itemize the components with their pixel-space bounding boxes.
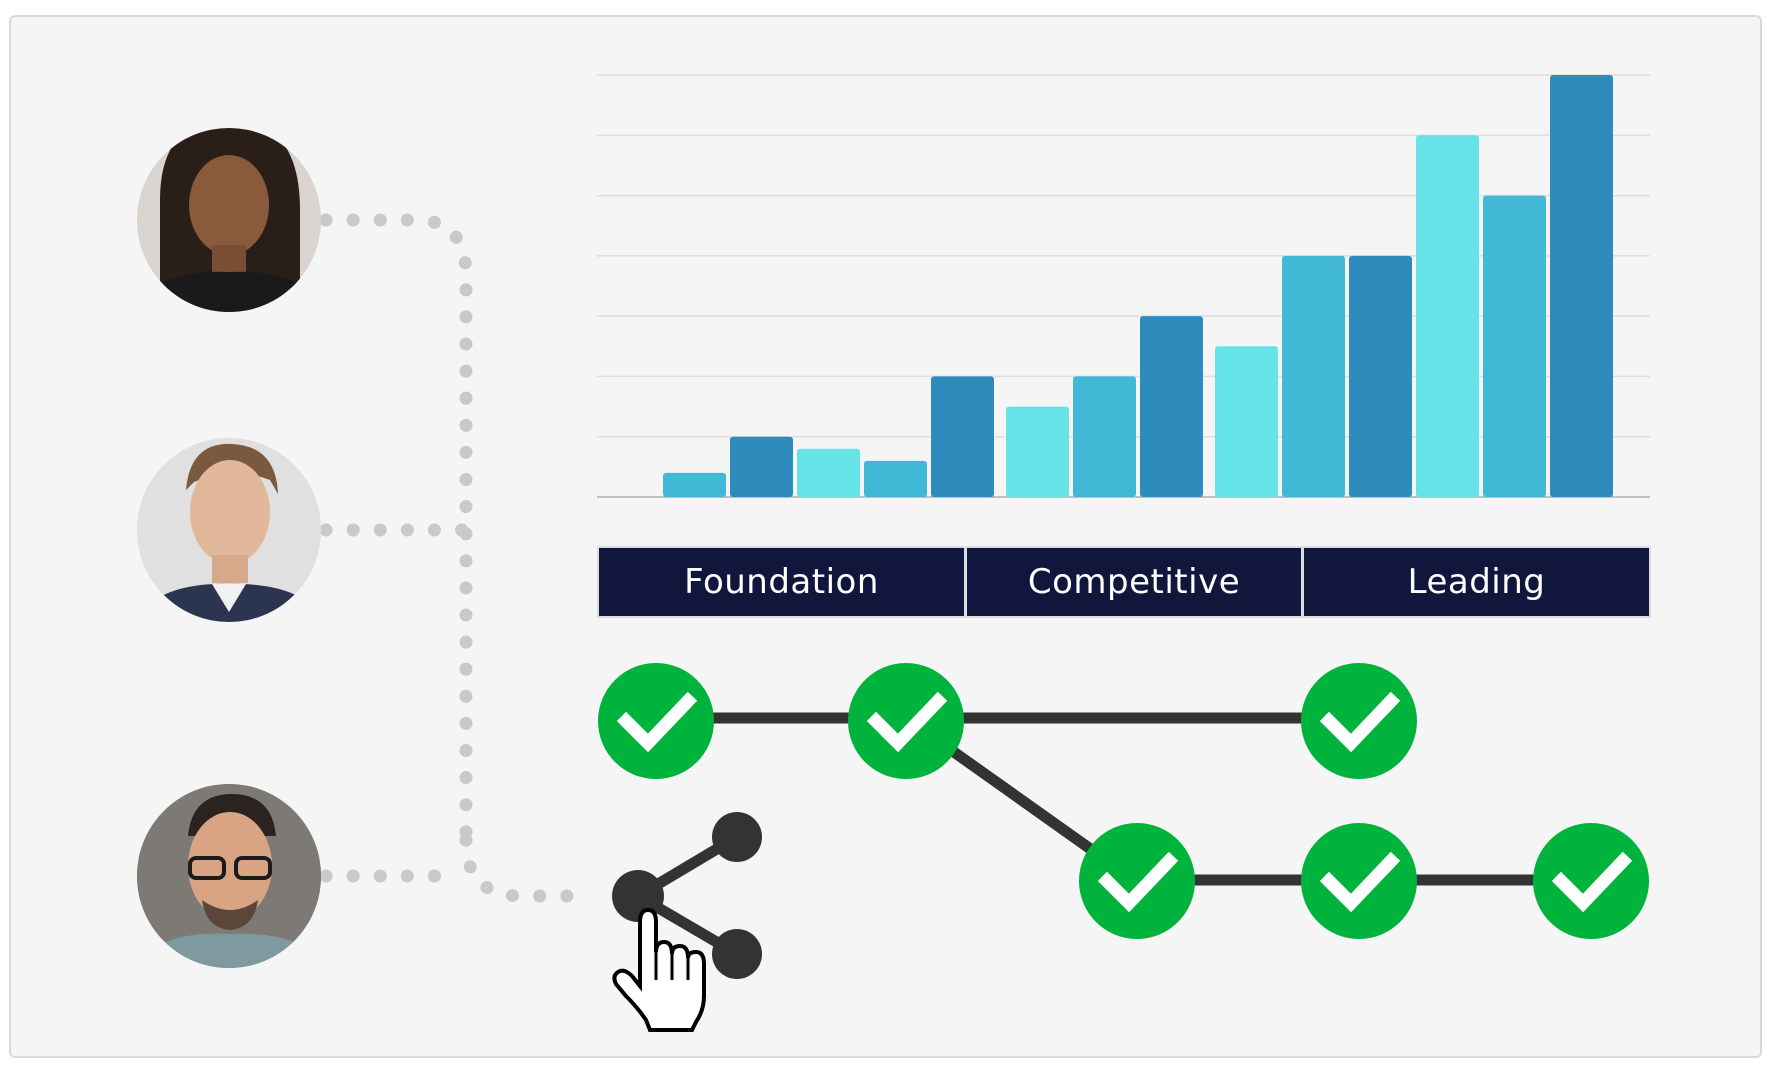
chart-bar: [663, 472, 726, 497]
tier-competitive-bg: [967, 548, 1301, 616]
share-icon[interactable]: [612, 812, 762, 979]
hand-pointer-cursor-icon: [612, 907, 706, 1032]
tier-foundation-bg: [599, 548, 964, 616]
check-icon: [1301, 663, 1417, 779]
check-icon: [598, 663, 714, 779]
chart-bar: [730, 436, 793, 497]
chart-bar: [1416, 135, 1479, 498]
check-icon: [848, 663, 964, 779]
tier-bar: [597, 546, 1651, 618]
tier-foundation-label: Foundation: [684, 562, 879, 602]
tier-leading-bg: [1304, 548, 1649, 616]
chart-bar: [1550, 75, 1613, 497]
person-1-avatar: [137, 128, 321, 312]
connector-top: [319, 213, 473, 847]
person-2-avatar: [137, 438, 321, 622]
chart-bar: [1483, 195, 1546, 498]
pathway-checks: [598, 663, 1649, 939]
person-3-avatar: [137, 784, 321, 968]
bar-chart: [597, 74, 1650, 498]
chart-bar: [1349, 255, 1412, 497]
chart-bars: [663, 75, 1613, 498]
check-icon: [1301, 823, 1417, 939]
chart-bar: [931, 376, 994, 497]
tier-competitive-label: Competitive: [1027, 562, 1241, 602]
chart-bar: [864, 460, 927, 497]
chart-bar: [1140, 316, 1203, 497]
chart-bar: [797, 448, 860, 497]
connector-to-share: [459, 833, 597, 903]
chart-bar: [1215, 346, 1278, 497]
tier-leading-label: Leading: [1407, 562, 1546, 602]
check-icon: [1079, 823, 1195, 939]
chart-bar: [1006, 406, 1069, 497]
connector-lines: [319, 213, 597, 903]
check-icon: [1533, 823, 1649, 939]
chart-bar: [1282, 255, 1345, 497]
chart-bar: [1073, 376, 1136, 497]
